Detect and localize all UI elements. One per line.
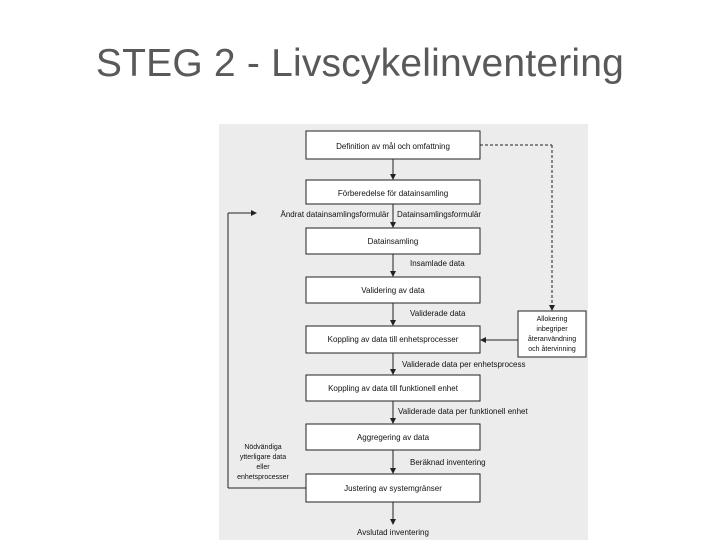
step-collection-box	[305, 227, 481, 255]
allocation-note-line-3: återanvändning	[528, 335, 576, 343]
flow-label-validated: Validerade data	[410, 309, 466, 318]
step-collection-label: Datainsamling	[368, 237, 419, 246]
allocation-note-box	[517, 310, 587, 358]
step-functional-link-box	[305, 374, 481, 402]
additional-data-note-line-1: Nödvändiga	[244, 444, 281, 451]
step-definition-label: Definition av mål och omfattning	[336, 142, 450, 151]
flow-label-changed-form: Ändrat datainsamlingsformulär	[281, 210, 390, 219]
step-unit-link-label: Koppling av data till enhetsprocesser	[328, 335, 459, 344]
step-validation-label: Validering av data	[361, 286, 425, 295]
flow-label-collected: Insamlade data	[410, 259, 465, 268]
step-aggregation-label: Aggregering av data	[357, 433, 430, 442]
step-functional-link-label: Koppling av data till funktionell enhet	[328, 384, 459, 393]
step-refinement-box	[305, 473, 481, 503]
slide-title: STEG 2 - Livscykelinventering	[95, 42, 625, 85]
additional-data-note-line-4: enhetsprocesser	[237, 474, 289, 481]
step-preparation-label: Förberedelse för datainsamling	[338, 189, 448, 198]
allocation-note-line-4: och återvinning	[528, 345, 576, 353]
additional-data-note-bg	[230, 438, 296, 482]
allocation-note-line-1: Allokering	[537, 316, 568, 323]
flow-label-validated-per-functional: Validerade data per funktionell enhet	[398, 407, 529, 416]
flow-label-calculated: Beräknad inventering	[410, 458, 486, 467]
step-preparation-box	[305, 179, 481, 205]
step-result-label: Avslutad inventering	[357, 528, 429, 537]
allocation-note-line-2: inbegriper	[536, 326, 568, 333]
step-aggregation-box	[305, 423, 481, 451]
flow-label-form: Datainsamlingsformulär	[397, 210, 481, 219]
step-refinement-label: Justering av systemgränser	[344, 484, 442, 493]
additional-data-note-line-2: ytterligare data	[240, 454, 286, 461]
additional-data-note-line-3: eller	[256, 464, 270, 471]
flow-label-validated-per-unit: Validerade data per enhetsprocess	[402, 360, 526, 369]
step-validation-box	[305, 276, 481, 304]
step-unit-link-box	[305, 325, 481, 354]
